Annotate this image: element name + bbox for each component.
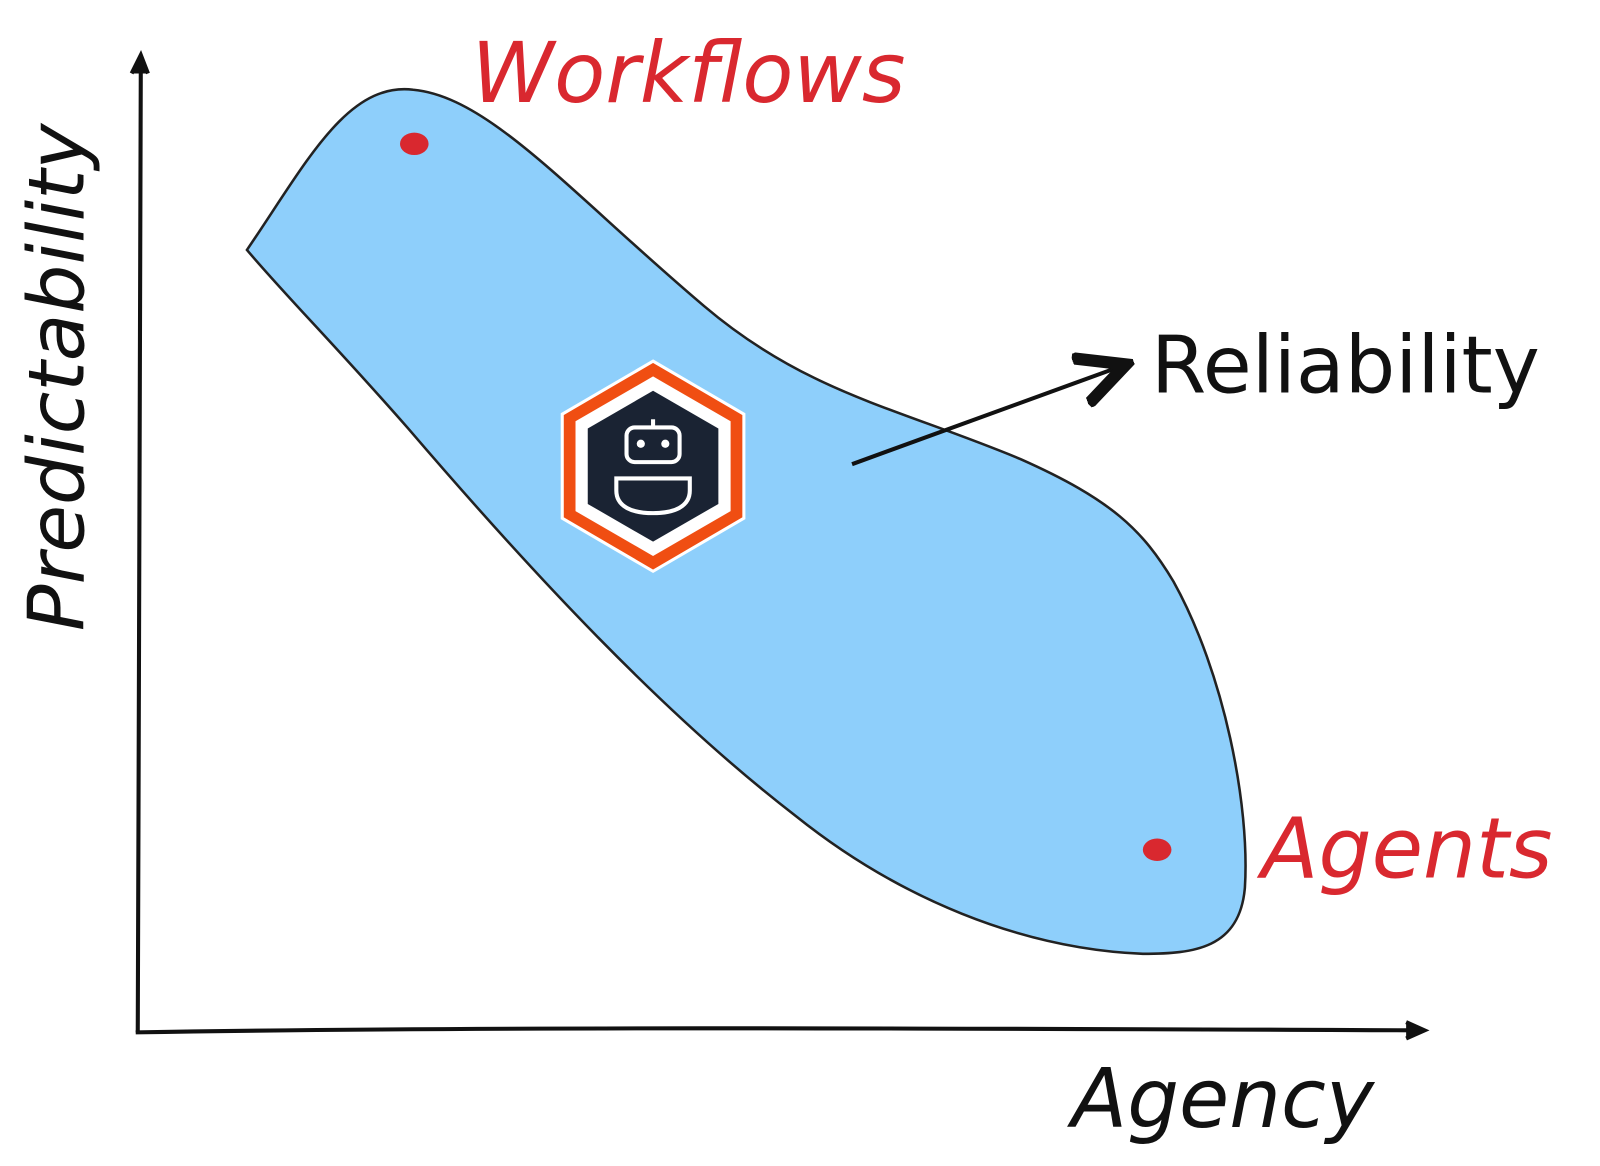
x-axis-label: Agency bbox=[1066, 1052, 1375, 1147]
robot-hexagon-icon bbox=[560, 359, 746, 574]
x-axis-arrowhead bbox=[1405, 1020, 1430, 1041]
y-axis-arrowhead bbox=[129, 50, 150, 75]
reliability-region bbox=[245, 87, 1247, 956]
workflows-label: Workflows bbox=[471, 24, 905, 122]
workflows-point bbox=[400, 132, 429, 156]
reliability-label: Reliability bbox=[1151, 319, 1540, 412]
agents-point bbox=[1142, 838, 1172, 861]
y-axis bbox=[135, 61, 143, 1033]
x-axis bbox=[135, 1026, 1419, 1035]
agents-label: Agents bbox=[1256, 799, 1552, 897]
reliability-arrow bbox=[851, 367, 1118, 467]
y-axis-label: Predictability bbox=[13, 122, 103, 631]
